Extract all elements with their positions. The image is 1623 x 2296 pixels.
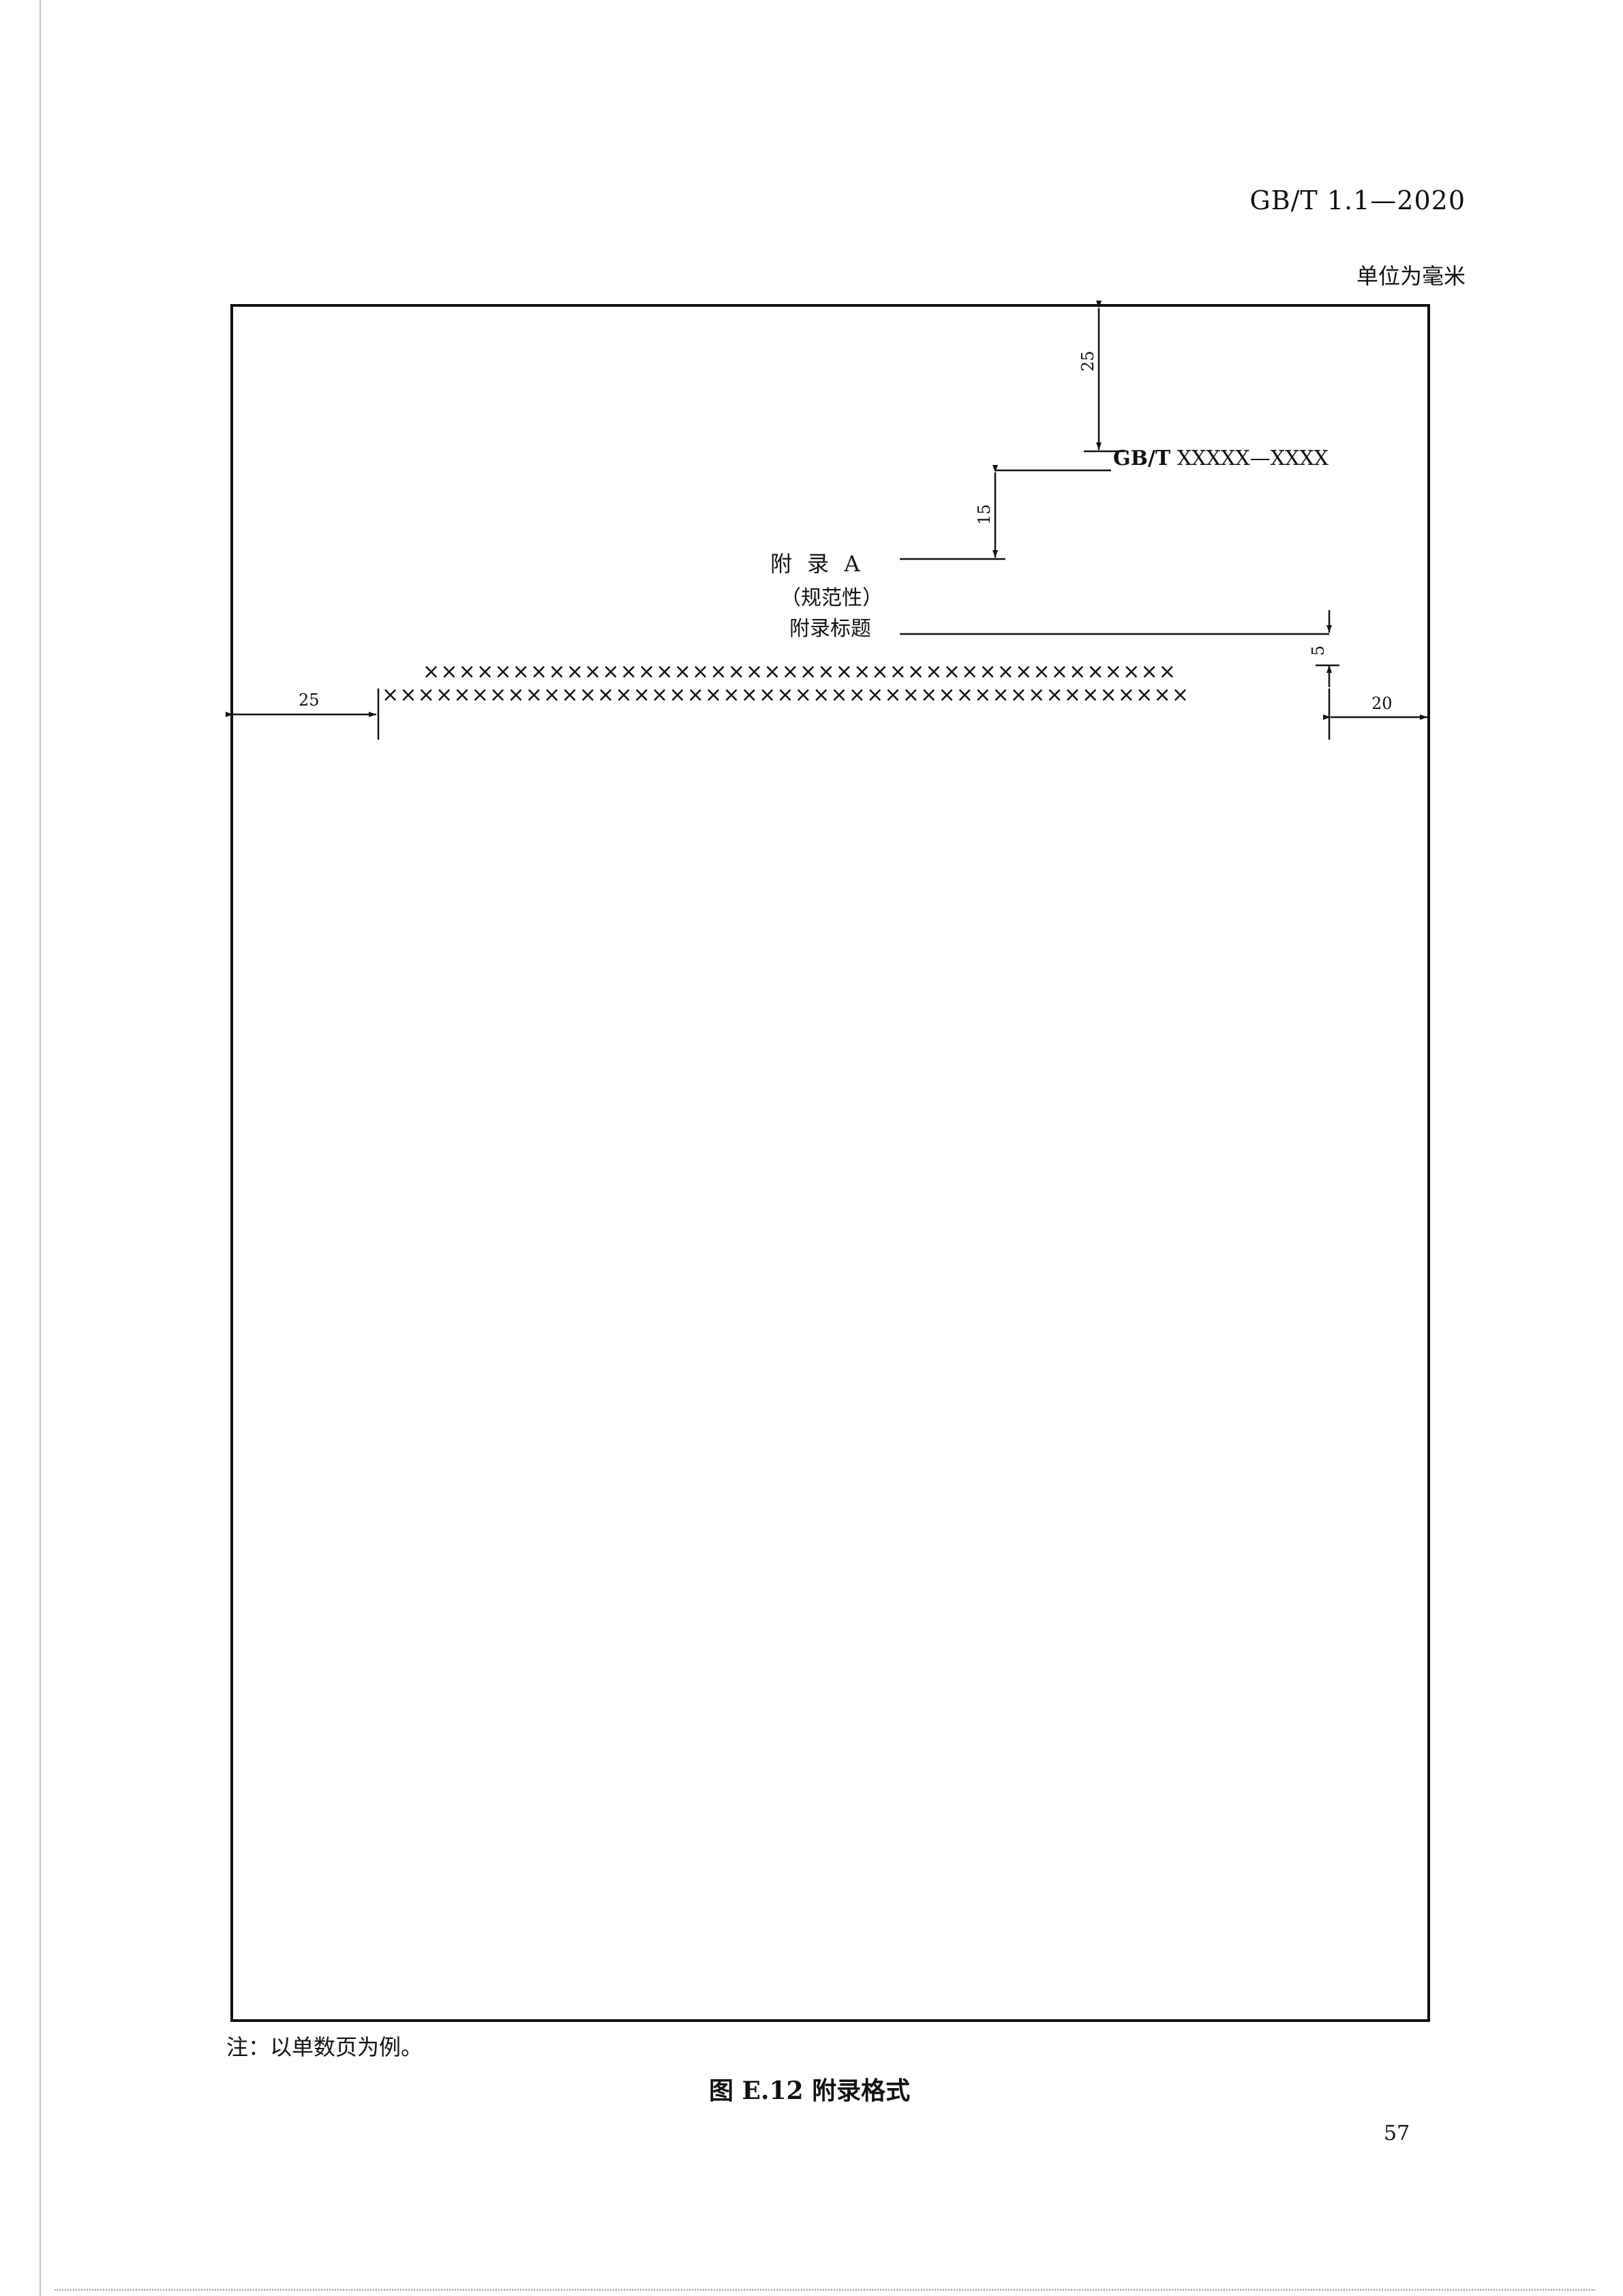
std-code-suffix: XXXXX—XXXX — [1177, 447, 1329, 470]
unit-note: 单位为毫米 — [1356, 263, 1466, 289]
dim-label-right-margin: 20 — [1371, 694, 1393, 713]
dim-label-top-margin: 25 — [1078, 350, 1097, 372]
figure-caption: 图 E.12 附录格式 — [709, 2076, 911, 2105]
dim-label-code-to-appendix: 15 — [975, 504, 994, 525]
std-code-prefix: GB/T — [1113, 447, 1171, 470]
scan-edge-left — [40, 0, 41, 2296]
appendix-label: 附 录 A — [770, 551, 864, 577]
page-frame — [230, 304, 1430, 2022]
figure-note: 注：以单数页为例。 — [226, 2034, 423, 2060]
dim-label-title-to-text: 5 — [1309, 645, 1328, 656]
scan-edge-bottom — [55, 2289, 1595, 2291]
placeholder-text-row-1: ××××××××××××××××××××××××××××××××××××××××… — [423, 660, 1177, 684]
appendix-title: 附录标题 — [789, 617, 871, 641]
page-number: 57 — [1384, 2121, 1410, 2145]
dim-label-left-margin: 25 — [299, 691, 320, 710]
appendix-kind: （规范性） — [780, 586, 883, 610]
standard-code-header: GB/T 1.1—2020 — [1249, 185, 1466, 215]
placeholder-text-row-2: ××××××××××××××××××××××××××××××××××××××××… — [382, 683, 1190, 707]
sample-standard-code: GB/T XXXXX—XXXX — [1113, 447, 1329, 470]
